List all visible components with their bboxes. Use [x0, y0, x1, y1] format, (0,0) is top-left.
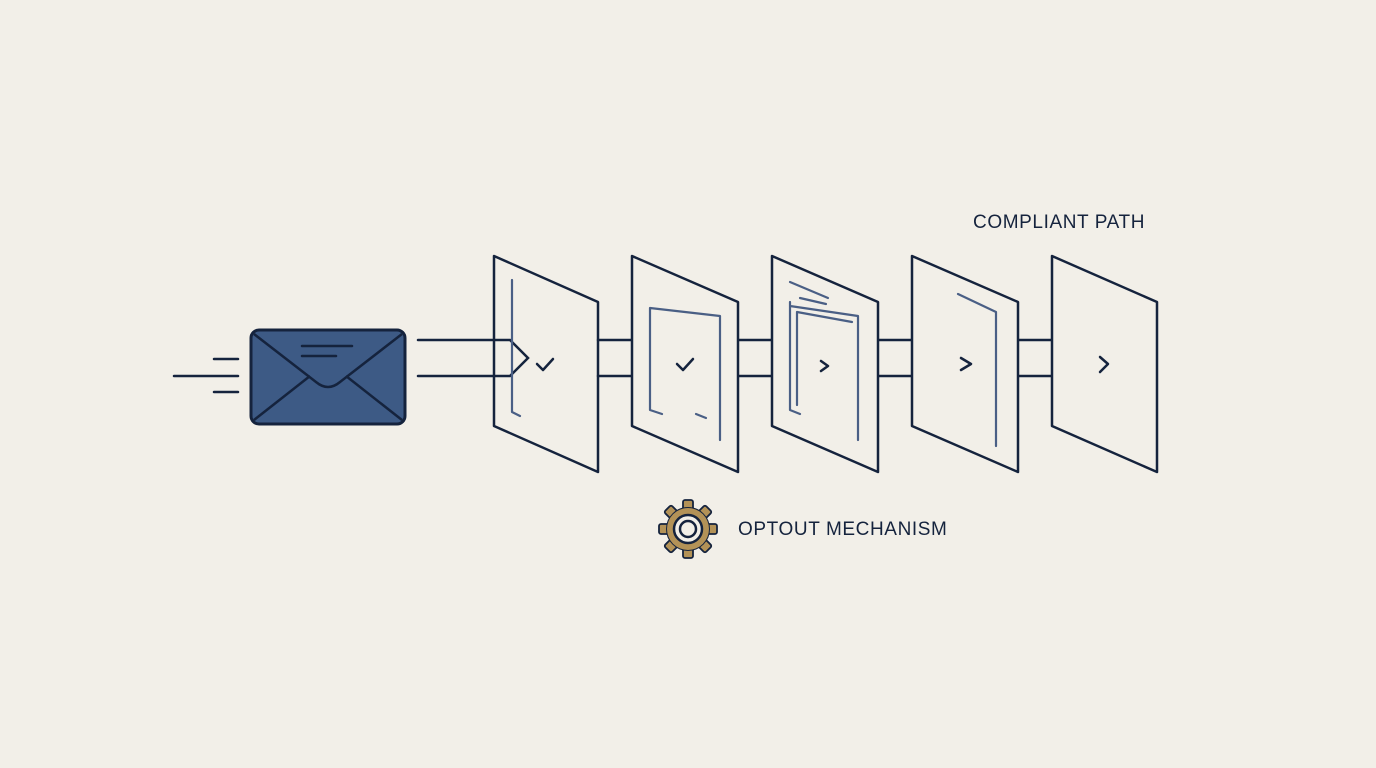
panel-3-inner-frame-2: [795, 310, 854, 407]
panel-4: [910, 254, 1020, 474]
envelope-icon: [249, 328, 407, 426]
connector-1: [416, 338, 530, 378]
panel-2-inner-frame: [648, 306, 722, 442]
optout-mechanism-label: OPTOUT MECHANISM: [738, 519, 948, 540]
panel-4-inner-frame: [956, 292, 998, 448]
panel-inner-lines: [510, 278, 998, 448]
panel-1: [492, 254, 600, 474]
motion-lines: [172, 357, 240, 394]
check-icon: [535, 357, 555, 372]
chevron-right-icon: [819, 359, 830, 373]
panel-2-inner-dash: [694, 412, 708, 420]
check-icon: [675, 357, 695, 372]
chevron-right-icon: [1098, 355, 1110, 374]
panel-5: [1050, 254, 1159, 474]
compliant-path-label: COMPLIANT PATH: [973, 212, 1146, 233]
panel-1-inner-bracket: [510, 278, 522, 418]
panel-3-top-lines: [788, 280, 830, 306]
chevron-right-icon: [959, 356, 973, 372]
panel-2: [630, 254, 740, 474]
panel-marks: [535, 355, 1110, 374]
panel-3-inner-frame: [788, 300, 860, 442]
gear-icon: [658, 499, 718, 559]
